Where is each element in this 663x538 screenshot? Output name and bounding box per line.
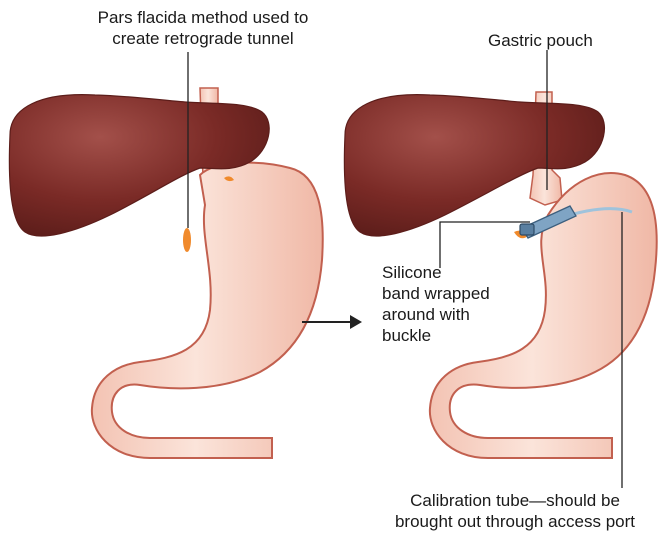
left-panel (9, 52, 322, 458)
silicone-band-line-4: buckle (382, 325, 490, 346)
silicone-band-line-1: Silicone (382, 262, 490, 283)
pars-flacida-line-2: create retrograde tunnel (72, 28, 334, 49)
silicone-band-line-3: around with (382, 304, 490, 325)
silicone-band-line-2: band wrapped (382, 283, 490, 304)
pars-flacida-label: Pars flacida method used to create retro… (72, 7, 334, 49)
calibration-tube-label: Calibration tube—should be brought out t… (370, 490, 660, 532)
pars-flacida-line-1: Pars flacida method used to (72, 7, 334, 28)
calibration-tube-line-1: Calibration tube—should be (370, 490, 660, 511)
left-fat-tissue (183, 228, 191, 252)
calibration-tube-line-2: brought out through access port (370, 511, 660, 532)
gastric-pouch-label: Gastric pouch (488, 30, 593, 51)
right-arrow-icon (302, 315, 362, 329)
silicone-band-label: Silicone band wrapped around with buckle (382, 262, 490, 346)
band-buckle (520, 224, 534, 235)
